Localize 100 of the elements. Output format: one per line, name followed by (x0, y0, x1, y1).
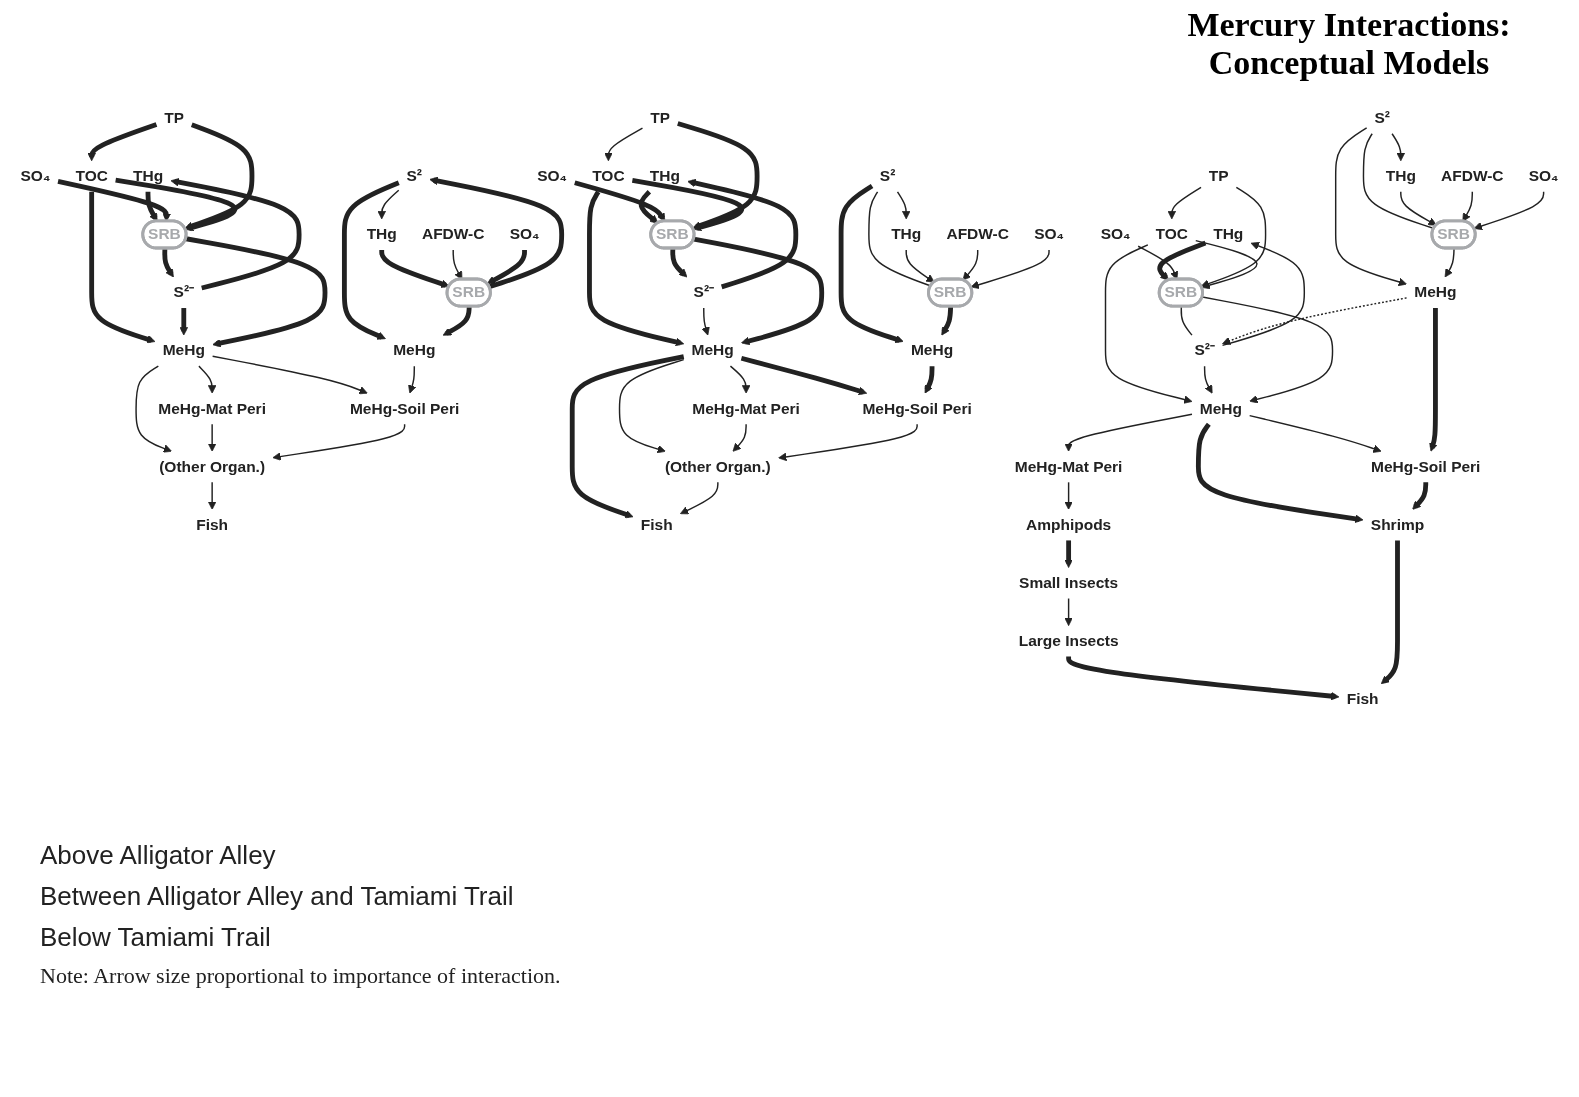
arrow (1064, 413, 1193, 452)
node-text: TOC (592, 167, 625, 185)
arrow (1066, 656, 1340, 701)
node-text: MeHg-Soil Peri (349, 400, 460, 417)
arrow (1473, 191, 1545, 231)
node-text: SO₄ (20, 167, 51, 185)
arrow (87, 122, 158, 162)
node-text: THg (366, 225, 397, 243)
arrow (1462, 191, 1473, 222)
node-text: (Other Organ.) (159, 458, 266, 475)
node-text: SO₄ (537, 167, 568, 185)
node-text: MeHg (910, 341, 954, 359)
panel-heading: Above Alligator Alley (40, 840, 277, 871)
node-text: MeHg-Soil Peri (862, 400, 972, 417)
arrow (408, 365, 417, 394)
arrow (638, 190, 659, 224)
arrow (1195, 239, 1258, 290)
arrow (135, 365, 172, 453)
arrow (272, 423, 406, 461)
arrow (486, 249, 527, 285)
arrow (1380, 540, 1400, 685)
arrow (185, 236, 328, 348)
arrow (1200, 186, 1267, 288)
arrow (1203, 365, 1213, 394)
arrow (941, 306, 954, 336)
node-text: MeHg-Mat Peri (692, 400, 800, 417)
node-text: THg (1385, 167, 1416, 185)
arrow (379, 249, 450, 288)
node-text: TOC (1155, 225, 1189, 243)
node-text: SO₄ (1100, 225, 1131, 243)
arrow (211, 355, 368, 395)
node-text: S²⁻ (1194, 341, 1215, 359)
arrow (1064, 597, 1073, 626)
node-text: TP (650, 109, 671, 126)
node-text: S² (1374, 109, 1390, 126)
node-text: MeHg-Mat Peri (158, 400, 266, 417)
arrow (115, 177, 237, 232)
node-text: AFDW-C (1441, 167, 1504, 185)
arrow (1400, 191, 1437, 226)
arrow (1064, 540, 1073, 568)
node-text: MeHg (162, 341, 205, 359)
note-text: Note: Arrow size proportional to importance of interaction. (40, 963, 562, 989)
arrow (198, 365, 217, 394)
arrow (1248, 414, 1382, 453)
node-text: MeHg (1414, 283, 1457, 301)
node-text: S² (879, 167, 896, 185)
node-text: Fish (1346, 690, 1379, 707)
node-text: AFDW-C (946, 225, 1009, 243)
arrow (732, 423, 747, 452)
arrow (1444, 247, 1455, 278)
diagram-title: Mercury Interactions: Conceptual Models (1186, 6, 1512, 82)
node-text: THg (133, 167, 164, 185)
node-text: Small Insects (1019, 574, 1119, 591)
arrow (896, 191, 911, 220)
arrow (89, 191, 156, 344)
node-text: Fish (196, 516, 229, 533)
arrow (729, 365, 751, 394)
arrow (377, 189, 400, 220)
node-text: TOC (75, 167, 108, 185)
node-text: SO₄ (1528, 167, 1559, 185)
arrow (677, 121, 760, 230)
arrow (429, 176, 565, 290)
arrow (1167, 186, 1202, 220)
arrow (740, 355, 868, 396)
node-text: S²⁻ (173, 283, 194, 301)
panel-heading: Below Tamiami Trail (40, 922, 272, 953)
node-text: Amphipods (1026, 516, 1112, 533)
arrow (701, 307, 710, 336)
arrow (670, 248, 688, 278)
arrow (574, 180, 666, 222)
arrow (1157, 240, 1207, 281)
arrow (1221, 241, 1306, 347)
node-text: Fish (640, 516, 673, 533)
node-text: Large Insects (1018, 632, 1119, 649)
arrow (687, 178, 799, 290)
node-text: THg (891, 225, 922, 243)
arrow (179, 307, 189, 336)
arrow (778, 423, 918, 462)
arrow (693, 236, 825, 346)
node-text: AFDW-C (421, 225, 485, 243)
arrow (170, 178, 302, 291)
panel-heading: Between Alligator Alley and Tamiami Trail (40, 881, 515, 912)
arrow (970, 249, 1050, 289)
arrow (207, 423, 217, 452)
node-text: TP (1208, 167, 1229, 185)
arrow (838, 183, 904, 344)
node-text: THg (649, 167, 680, 185)
node-text: S²⁻ (693, 283, 714, 301)
node-text: S² (406, 167, 422, 185)
node-text: SO₄ (509, 225, 540, 243)
arrow (1334, 127, 1407, 287)
arrow (145, 191, 158, 222)
arrow (924, 365, 935, 394)
arrow (962, 249, 979, 281)
arrow (631, 178, 744, 232)
arrow (442, 306, 472, 336)
arrow (1195, 422, 1364, 523)
arrow (162, 248, 174, 278)
node-text: THg (1213, 225, 1244, 243)
arrow (587, 190, 685, 347)
